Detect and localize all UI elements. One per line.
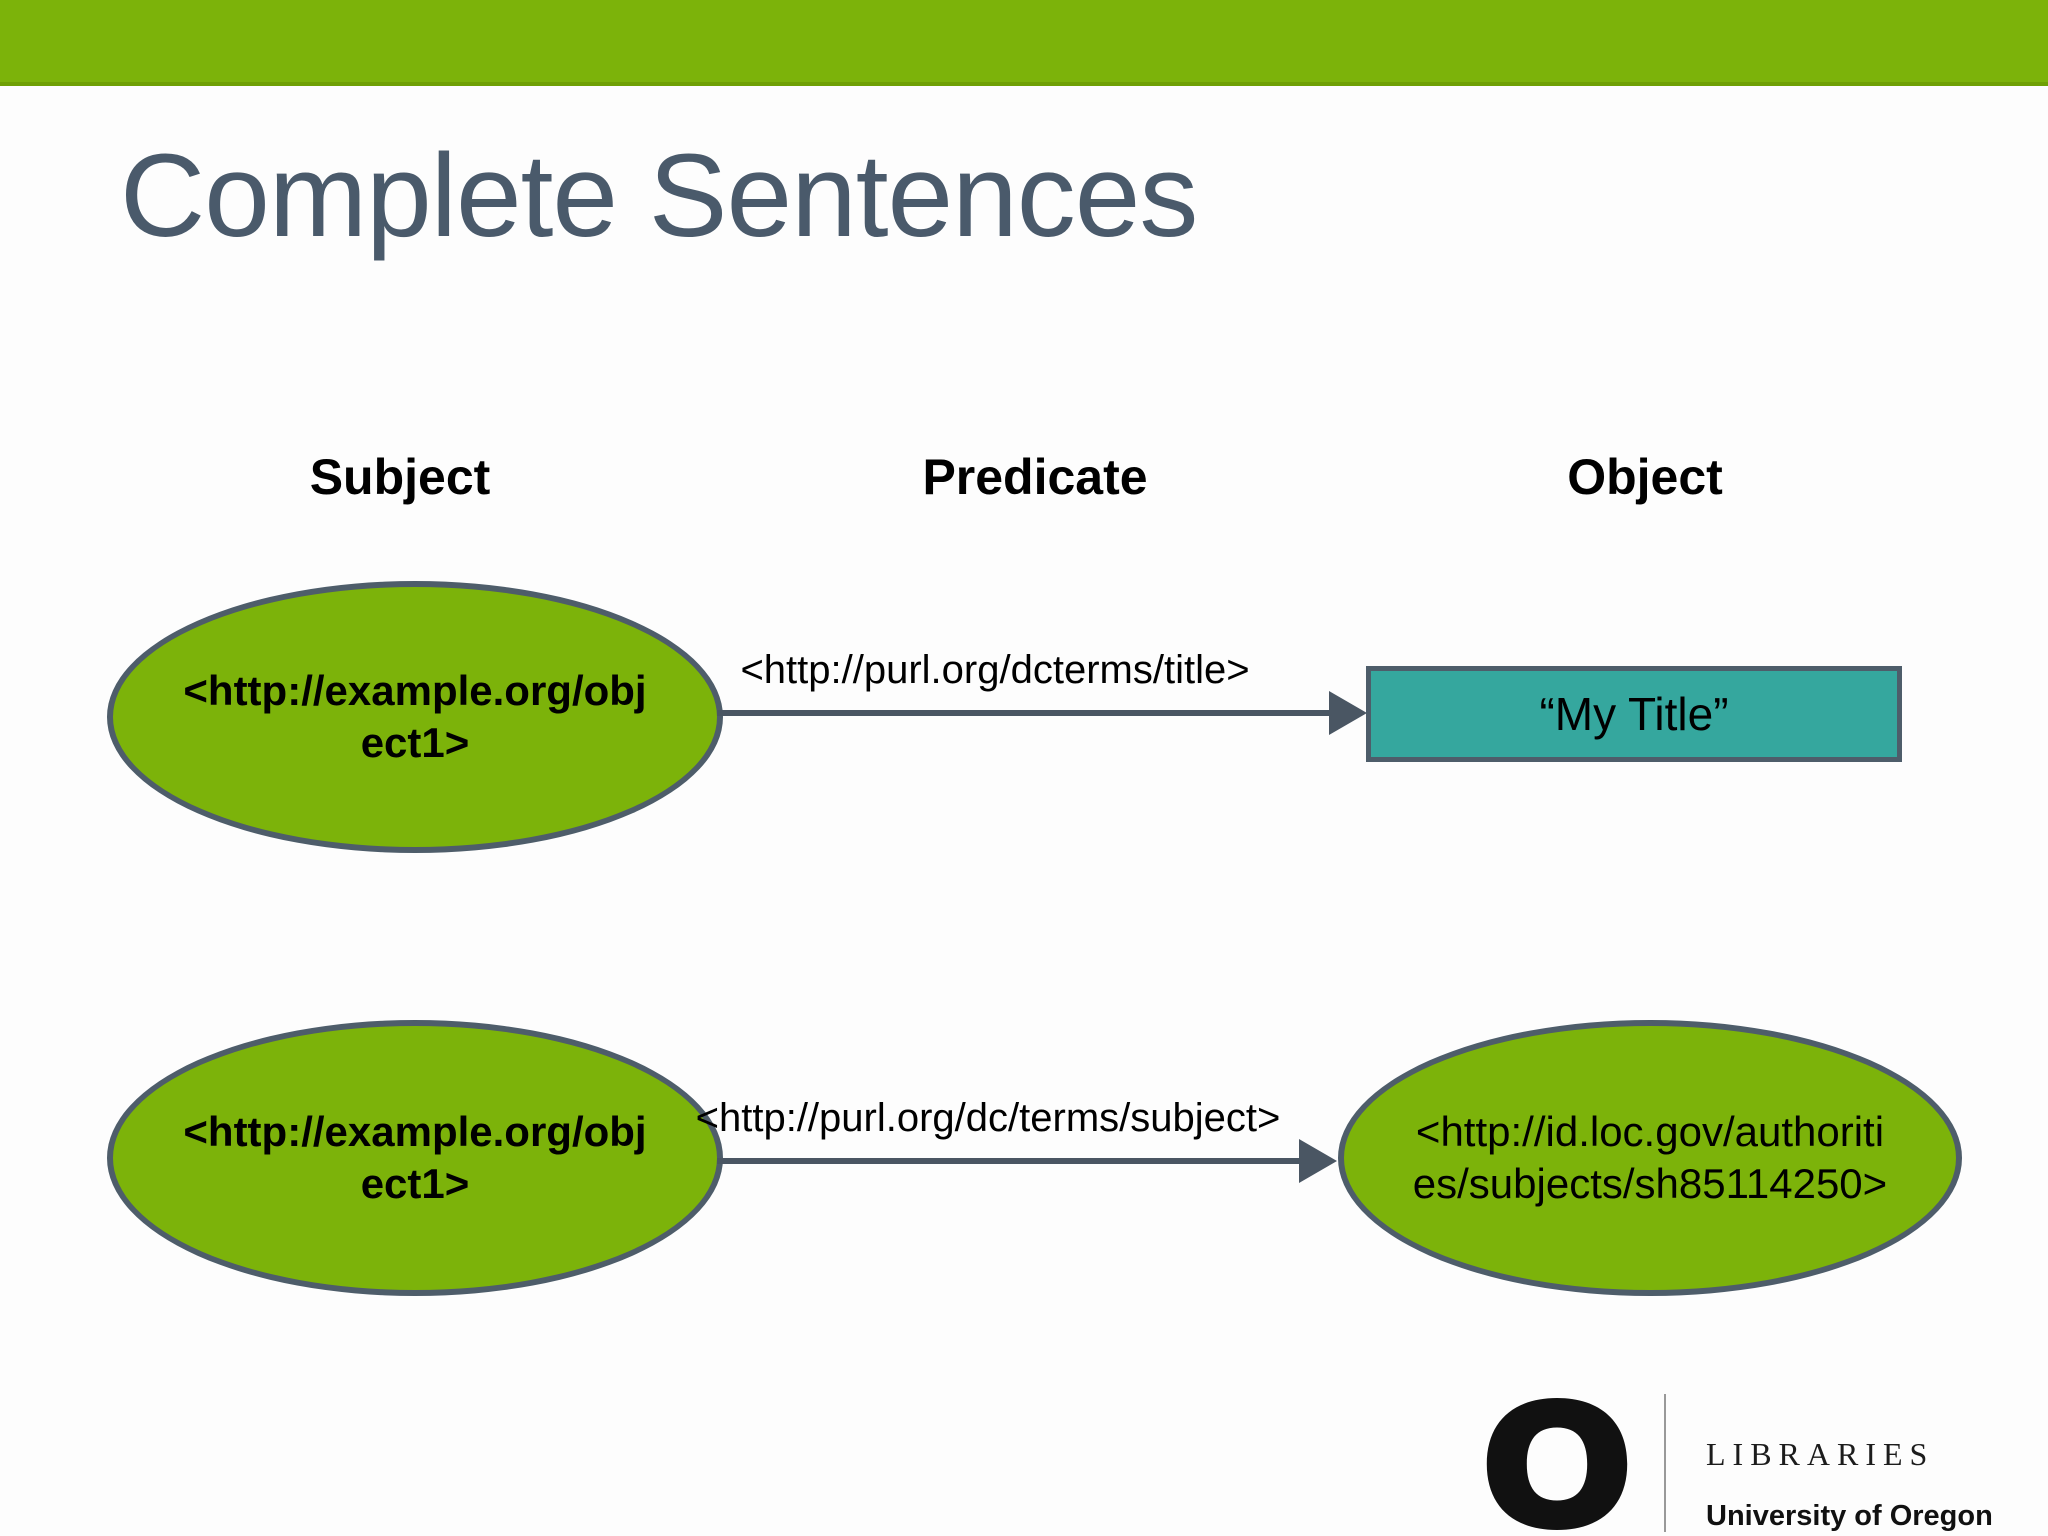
column-header-predicate: Predicate [922, 449, 1148, 505]
logo-libraries-text: LIBRARIES [1706, 1436, 1935, 1472]
logo-divider [1664, 1394, 1666, 1532]
subject-uri-text-row1: <http://example.org/obj ect1> [183, 666, 647, 767]
predicate-label-row1: <http://purl.org/dcterms/title> [740, 648, 1250, 692]
predicate-arrowhead-row1 [1329, 691, 1367, 735]
object-literal-box-row1: “My Title” [1366, 666, 1902, 762]
predicate-arrow-line-row2 [717, 1158, 1299, 1164]
slide-title: Complete Sentences [120, 130, 1198, 262]
predicate-label-row2: <http://purl.org/dc/terms/subject> [695, 1096, 1281, 1140]
logo-university-text: University of Oregon [1706, 1500, 1993, 1532]
predicate-arrowhead-row2 [1299, 1139, 1337, 1183]
predicate-arrow-line-row1 [717, 710, 1329, 716]
top-accent-bar [0, 0, 2048, 86]
uo-o-logo-icon [1486, 1398, 1628, 1530]
object-uri-text-row2: <http://id.loc.gov/authoriti es/subjects… [1412, 1107, 1888, 1208]
subject-uri-text-row2: <http://example.org/obj ect1> [183, 1107, 647, 1208]
subject-node-row1: <http://example.org/obj ect1> [107, 581, 723, 853]
column-header-object: Object [1567, 449, 1723, 505]
uo-libraries-logo: LIBRARIES University of Oregon [1486, 1394, 1993, 1534]
subject-node-row2: <http://example.org/obj ect1> [107, 1020, 723, 1296]
object-literal-text-row1: “My Title” [1539, 688, 1729, 740]
column-header-subject: Subject [309, 449, 491, 505]
object-node-row2: <http://id.loc.gov/authoriti es/subjects… [1338, 1020, 1962, 1296]
